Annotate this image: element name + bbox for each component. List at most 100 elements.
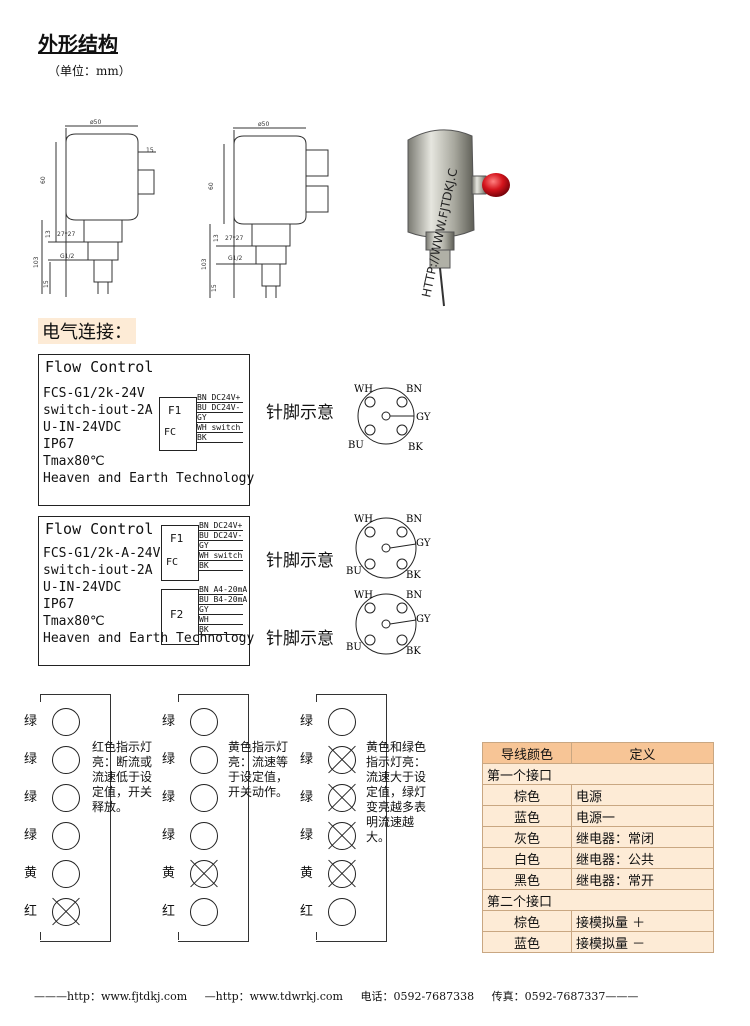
ind3-label-4: 绿 bbox=[300, 828, 314, 843]
indicator-frame-1 bbox=[40, 694, 111, 942]
pin2-wh: WH bbox=[354, 514, 373, 525]
led-green-3-lit bbox=[328, 784, 356, 812]
led-green-1 bbox=[52, 708, 80, 736]
ind1-label-2: 绿 bbox=[24, 752, 38, 767]
pin-diagram-3: WH BN GY BU BK bbox=[346, 590, 431, 657]
dim-hex: 27*27 bbox=[57, 231, 75, 238]
footer-website-1[interactable]: ———http：www.fjtdkj.com bbox=[34, 990, 188, 1003]
wire-color: 黑色 bbox=[482, 868, 572, 890]
wire-definition: 电源一 bbox=[571, 805, 714, 827]
fc2-f2: F2 bbox=[170, 608, 184, 621]
table-row: 灰色继电器：常闭 bbox=[482, 826, 714, 848]
indicator-frame-2 bbox=[178, 694, 249, 942]
led-green-2-lit bbox=[328, 746, 356, 774]
pin3-wh: WH bbox=[354, 590, 373, 601]
fc2-wire2-wh: WH bbox=[199, 615, 243, 625]
fc2-switch: switch-iout-2A bbox=[43, 563, 153, 578]
fc1-voltage: U-IN-24VDC bbox=[43, 420, 122, 435]
flow-control-box-1: Flow Control FCS-G1/2k-24V switch-iout-2… bbox=[38, 354, 254, 506]
ind2-label-2: 绿 bbox=[162, 752, 176, 767]
pin1-bk: BK bbox=[408, 442, 423, 453]
fc1-fc: FC bbox=[164, 427, 177, 438]
dim-side: 15 bbox=[146, 147, 154, 154]
fc1-tmax: Tmax80℃ bbox=[43, 454, 105, 469]
table-row: 蓝色电源一 bbox=[482, 805, 714, 827]
fc2-fc: FC bbox=[166, 557, 179, 568]
fc2-tmax: Tmax80℃ bbox=[43, 614, 105, 629]
pin3-bk: BK bbox=[406, 646, 421, 657]
fc2-wire2-bn: BN A4-20mA bbox=[199, 585, 248, 595]
fc2-model: FCS-G1/2k-A-24V bbox=[43, 546, 161, 561]
led-yellow bbox=[52, 860, 80, 888]
footer: ———http：www.fjtdkj.com —http：www.tdwrkj.… bbox=[34, 988, 652, 1004]
wire-definition: 继电器：公共 bbox=[571, 847, 714, 869]
pin3-bu: BU bbox=[346, 642, 362, 653]
ind3-label-6: 红 bbox=[300, 904, 314, 919]
wire-color: 棕色 bbox=[482, 784, 572, 806]
ind1-label-4: 绿 bbox=[24, 828, 38, 843]
pin1-bn: BN bbox=[406, 384, 422, 395]
fc1-wire-bu: BU DC24V- bbox=[197, 403, 243, 413]
pin-diagram-label-3: 针脚示意 bbox=[266, 629, 334, 649]
ind1-label-3: 绿 bbox=[24, 790, 38, 805]
led-green-3 bbox=[52, 784, 80, 812]
wire-color: 蓝色 bbox=[482, 931, 572, 953]
fc1-wire-bn: BN DC24V+ bbox=[197, 393, 243, 403]
ind2-label-5: 黄 bbox=[162, 866, 176, 881]
table-row: 白色继电器：公共 bbox=[482, 847, 714, 869]
led-yellow-lit bbox=[190, 860, 218, 888]
dimension-drawing-side: ø50 60 27*27 13 G1/2 103 15 bbox=[201, 121, 329, 298]
pin1-gy: GY bbox=[416, 412, 431, 423]
wire-color: 棕色 bbox=[482, 910, 572, 932]
fc1-wires: BN DC24V+ BU DC24V- GY WH switch BK bbox=[197, 393, 243, 443]
fc2-f1: F1 bbox=[170, 532, 184, 545]
indicator-column-1: 绿 绿 绿 绿 黄 红 红色指示灯亮：断流或流速低于设定值，开关释放。 bbox=[22, 694, 162, 944]
wire-color: 白色 bbox=[482, 847, 572, 869]
pin-diagram-label-2: 针脚示意 bbox=[266, 551, 334, 571]
dim-total-2: 103 bbox=[201, 258, 208, 270]
pin3-gy: GY bbox=[416, 614, 431, 625]
fc2-wires-2: BN A4-20mA BU B4-20mA GY WH BK bbox=[199, 585, 248, 635]
fc2-module-2: F2 bbox=[161, 589, 199, 645]
wire-definition: 接模拟量 － bbox=[571, 931, 714, 953]
led-green-2 bbox=[190, 746, 218, 774]
fc2-wire1-bu: BU DC24V- bbox=[199, 531, 243, 541]
wire-definition: 继电器：常开 bbox=[571, 868, 714, 890]
fc2-title: Flow Control bbox=[45, 520, 154, 538]
wire-color: 蓝色 bbox=[482, 805, 572, 827]
dim-thread-2: G1/2 bbox=[228, 255, 242, 262]
dim-tip: 15 bbox=[43, 280, 50, 288]
table-group-row: 第二个接口 bbox=[482, 889, 714, 911]
footer-website-2[interactable]: —http：www.tdwrkj.com bbox=[204, 990, 343, 1003]
fc1-f1: F1 bbox=[168, 404, 182, 417]
wire-definition-table: 导线颜色 定义 第一个接口 棕色电源 蓝色电源一 灰色继电器：常闭 白色继电器：… bbox=[482, 742, 714, 953]
table-row: 蓝色接模拟量 － bbox=[482, 931, 714, 953]
indicator-frame-3 bbox=[316, 694, 387, 942]
dim-total: 103 bbox=[33, 256, 40, 268]
dim-tip-2: 15 bbox=[211, 284, 218, 292]
fc2-voltage: U-IN-24VDC bbox=[43, 580, 122, 595]
pin2-bn: BN bbox=[406, 514, 422, 525]
fc1-brand: Heaven and Earth Technology bbox=[43, 471, 255, 486]
pin-diagram-label-1: 针脚示意 bbox=[266, 403, 334, 423]
ind2-label-1: 绿 bbox=[162, 714, 176, 729]
wire-definition: 继电器：常闭 bbox=[571, 826, 714, 848]
group-1-label: 第一个接口 bbox=[482, 763, 714, 785]
dim-diameter: ø50 bbox=[90, 119, 101, 126]
ind2-description: 黄色指示灯亮：流速等于设定值，开关动作。 bbox=[228, 740, 289, 799]
dim-hex-h: 13 bbox=[45, 230, 52, 238]
fc2-wire1-wh: WH switch bbox=[199, 551, 243, 561]
ind3-label-5: 黄 bbox=[300, 866, 314, 881]
dim-height: 60 bbox=[40, 176, 47, 184]
led-red-lit bbox=[52, 898, 80, 926]
dimension-drawing-front: ø50 15 60 27*27 13 G1/2 103 15 bbox=[33, 119, 156, 297]
fc1-model: FCS-G1/2k-24V bbox=[43, 386, 145, 401]
indicator-column-3: 绿 绿 绿 绿 黄 红 黄色和绿色指示灯亮：流速大于设定值，绿灯变亮越多表明流速… bbox=[298, 694, 468, 944]
fc2-wires-1: BN DC24V+ BU DC24V- GY WH switch BK bbox=[199, 521, 243, 571]
fc1-module: F1 FC bbox=[159, 397, 197, 451]
product-photo: HTTP://WWW.FJTDKJ.C bbox=[407, 129, 510, 307]
led-green-1 bbox=[190, 708, 218, 736]
fc2-wire1-bn: BN DC24V+ bbox=[199, 521, 243, 531]
fc2-module-1: F1 FC bbox=[161, 525, 199, 581]
ind2-label-6: 红 bbox=[162, 904, 176, 919]
